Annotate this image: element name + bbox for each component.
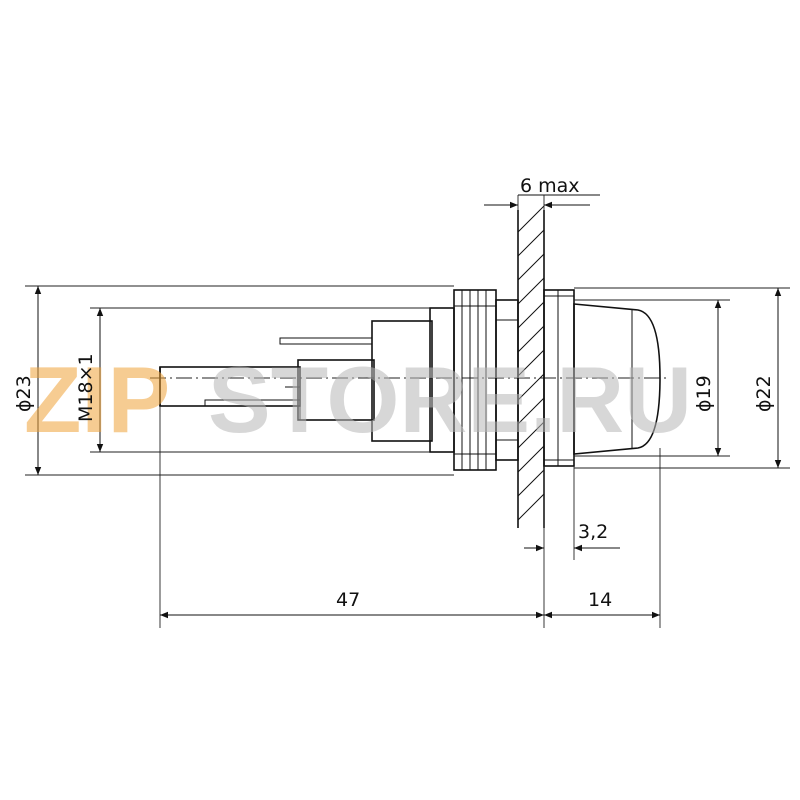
watermark-store: STORE.RU bbox=[208, 347, 692, 452]
dim-cap-length: 14 bbox=[588, 589, 612, 611]
dim-cap-diameter: ϕ19 bbox=[693, 375, 715, 412]
dimension-labels: 6 max 3,2 47 14 ϕ23 M18×1 ϕ19 ϕ22 bbox=[13, 175, 775, 611]
watermark: ZIP STORE.RU bbox=[24, 347, 692, 452]
extension-lines bbox=[25, 195, 790, 628]
dim-flange-diameter: ϕ23 bbox=[13, 375, 35, 412]
knurled-nut bbox=[453, 289, 519, 471]
dim-thread: M18×1 bbox=[75, 353, 97, 422]
dimension-lines bbox=[34, 194, 782, 619]
dim-panel-thickness: 6 max bbox=[520, 175, 580, 197]
dim-bezel-diameter: ϕ22 bbox=[753, 375, 775, 412]
lens-cap bbox=[573, 303, 661, 455]
dim-body-length: 47 bbox=[336, 589, 360, 611]
watermark-zip: ZIP bbox=[24, 347, 170, 452]
dim-flange-thickness: 3,2 bbox=[578, 521, 608, 543]
